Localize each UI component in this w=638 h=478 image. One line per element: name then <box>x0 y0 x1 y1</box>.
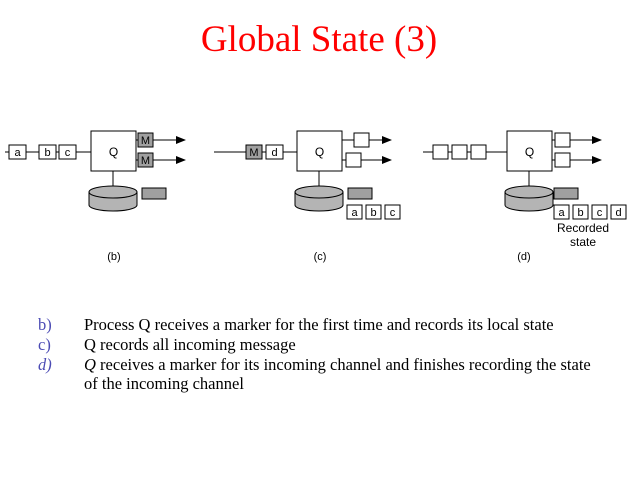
bullet-text: Q records all incoming message <box>84 335 296 354</box>
svg-text:a: a <box>558 207 565 219</box>
svg-text:c: c <box>65 147 71 159</box>
empty-message-box <box>554 132 571 148</box>
svg-text:c: c <box>390 207 396 219</box>
message-box: a <box>8 144 27 160</box>
panel-d: Q a b c d Recorded state (d) <box>423 130 627 263</box>
svg-text:Q: Q <box>525 145 534 159</box>
disk-icon <box>504 185 554 212</box>
bullet-label: c) <box>38 335 51 354</box>
svg-text:M: M <box>249 147 258 159</box>
bullet-text-wrap: Q receives a marker for its incoming cha… <box>84 355 598 393</box>
bullet-item: c) Q records all incoming message <box>38 335 598 354</box>
message-box: b <box>38 144 57 160</box>
recorded-message-box: b <box>365 204 382 220</box>
message-box: c <box>58 144 77 160</box>
bullet-process-name: Q <box>84 355 96 374</box>
bullet-text: receives a marker for its incoming chann… <box>84 355 591 393</box>
empty-message-box <box>345 152 362 168</box>
svg-text:d: d <box>615 207 621 219</box>
panel-b: a b c Q M M (b) <box>5 130 186 263</box>
recorded-message-box: a <box>553 204 570 220</box>
svg-text:c: c <box>597 207 603 219</box>
bullet-label: d) <box>38 355 52 374</box>
empty-message-box <box>432 144 449 160</box>
recorded-message-box: c <box>591 204 608 220</box>
process-q-box: Q <box>90 130 137 172</box>
local-state-block <box>347 187 373 200</box>
svg-text:Q: Q <box>109 145 118 159</box>
svg-text:M: M <box>141 155 150 167</box>
svg-text:a: a <box>14 147 21 159</box>
recorded-message-box: a <box>346 204 363 220</box>
slide-title: Global State (3) <box>200 19 438 60</box>
recorded-message-box: c <box>384 204 401 220</box>
bullet-item: b) Process Q receives a marker for the f… <box>38 315 598 334</box>
marker-box: M <box>137 132 154 148</box>
empty-message-box <box>554 152 571 168</box>
svg-text:b: b <box>577 207 583 219</box>
empty-message-box <box>353 132 370 148</box>
empty-message-box <box>451 144 468 160</box>
panel-c: M d Q a b c (c) <box>214 130 401 263</box>
message-box: d <box>265 144 284 160</box>
bullet-list: b) Process Q receives a marker for the f… <box>38 315 598 394</box>
bullet-item: d) Q receives a marker for its incoming … <box>38 355 598 393</box>
marker-box: M <box>137 152 154 168</box>
svg-text:b: b <box>370 207 376 219</box>
svg-text:Q: Q <box>315 145 324 159</box>
disk-icon <box>88 185 138 212</box>
recorded-state-label: Recorded <box>557 221 609 235</box>
svg-text:M: M <box>141 135 150 147</box>
recorded-message-box: d <box>610 204 627 220</box>
local-state-block <box>553 187 579 200</box>
local-state-block <box>141 187 167 200</box>
bullet-text: Process Q receives a marker for the firs… <box>84 315 554 334</box>
disk-icon <box>294 185 344 212</box>
panel-caption: (d) <box>517 251 530 263</box>
svg-text:d: d <box>271 147 277 159</box>
process-q-box: Q <box>506 130 553 172</box>
marker-box: M <box>245 144 263 160</box>
svg-text:b: b <box>44 147 50 159</box>
recorded-message-box: b <box>572 204 589 220</box>
process-q-box: Q <box>296 130 343 172</box>
svg-text:a: a <box>351 207 358 219</box>
empty-message-box <box>470 144 487 160</box>
bullet-label: b) <box>38 315 52 334</box>
panel-caption: (b) <box>107 251 120 263</box>
recorded-state-label: state <box>570 235 596 249</box>
panel-caption: (c) <box>314 251 327 263</box>
